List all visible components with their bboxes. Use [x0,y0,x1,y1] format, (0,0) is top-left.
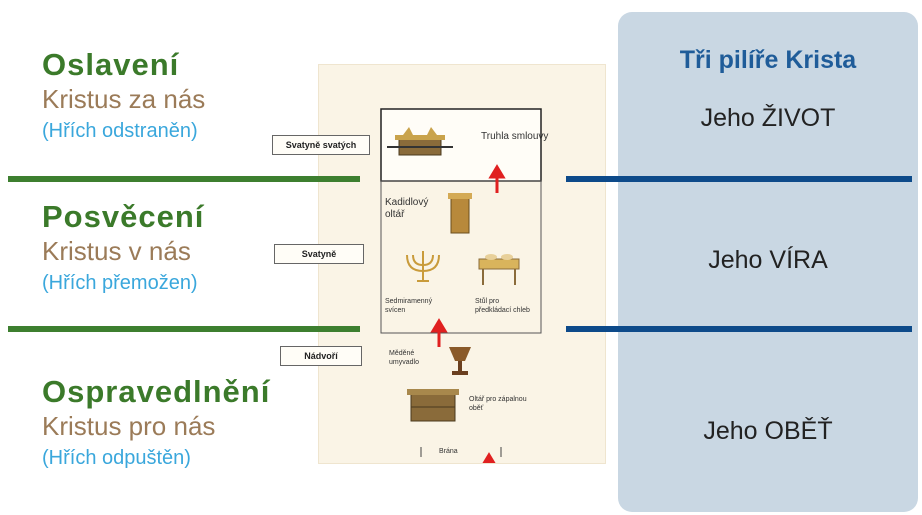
tabernacle-drawing [380,108,542,463]
stage-note: (Hřích odstraněn) [42,120,198,142]
ark-label: Truhla smlouvy [481,131,549,142]
tabernacle-diagram: Truhla smlouvy Kadidlový oltář Sedmirame… [318,64,606,464]
zone-label-courtyard: Nádvoří [280,346,362,366]
zone-label-holy-of-holies: Svatyně svatých [272,135,370,155]
stage-glorification: Oslavení Kristus za nás (Hřích odstraněn… [42,48,205,146]
zone-label-holy-place: Svatyně [274,244,364,264]
stage-justification: Ospravedlnění Kristus pro nás (Hřích odp… [42,375,270,473]
arrow-up-icon [488,164,506,193]
laver-label: Měděné umyvadlo [389,350,419,366]
stage-sanctification: Posvěcení Kristus v nás (Hřích přemožen) [42,200,204,298]
stage-subtitle: Kristus pro nás [42,411,216,441]
stage-subtitle: Kristus za nás [42,84,206,114]
holy-place-box [380,180,542,334]
stage-subtitle: Kristus v nás [42,236,191,266]
stage-title: Oslavení [42,47,180,82]
divider-blue-bottom [566,326,912,332]
panel-title: Tři pilíře Krista [679,46,857,74]
gate-label: Brána [439,448,458,455]
divider-green-top [8,176,360,182]
divider-green-bottom [8,326,360,332]
incense-altar-label: Kadidlový oltář [385,197,429,220]
stage-note: (Hřích přemožen) [42,272,198,294]
arrow-up-icon [482,452,496,463]
ark-icon [387,127,453,156]
arrow-up-icon [430,318,448,347]
showbread-table-icon [478,254,520,285]
divider-blue-top [566,176,912,182]
pillar-sacrifice: Jeho OBĚŤ [703,417,833,445]
stage-title: Ospravedlnění [42,374,271,409]
showbread-table-label: Stůl pro předkládací chleb [475,298,530,314]
stage-title: Posvěcení [42,199,205,234]
laver-icon [449,347,471,375]
menorah-label: Sedmiramenný svícen [385,298,433,314]
pillar-life: Jeho ŽIVOT [700,104,836,132]
burnt-offering-altar-icon [407,389,459,422]
menorah-icon [406,251,440,282]
stage-note: (Hřích odpuštěn) [42,447,191,469]
pillar-faith: Jeho VÍRA [708,246,828,274]
incense-altar-icon [448,193,472,234]
pillars-panel: Tři pilíře Krista Jeho ŽIVOT Jeho VÍRA J… [618,12,918,512]
burnt-offering-altar-label: Oltář pro zápalnou oběť [469,396,527,412]
